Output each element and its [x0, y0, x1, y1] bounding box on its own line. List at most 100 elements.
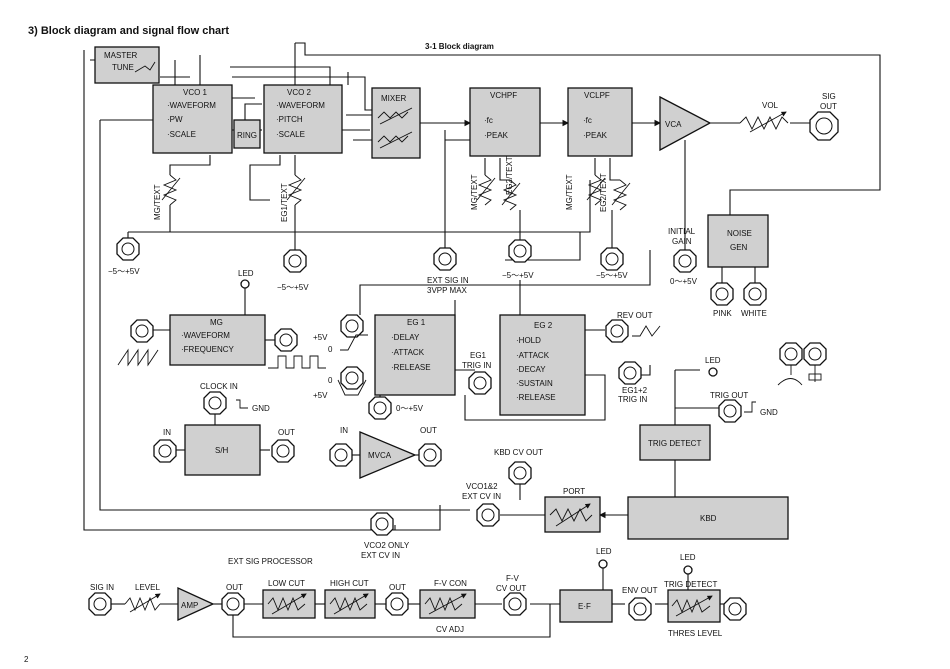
- eg1-env-icon-2: [337, 379, 367, 396]
- attenuator-pots[interactable]: [161, 174, 631, 211]
- white-noise-jack[interactable]: [743, 282, 767, 306]
- cv-jack-a[interactable]: [116, 237, 140, 261]
- mvca-in-jack[interactable]: [329, 443, 353, 467]
- cv-jack-b[interactable]: [283, 249, 307, 273]
- vca-label: VCA: [665, 120, 682, 129]
- sig-out-jack[interactable]: SIG OUT: [809, 92, 839, 141]
- out-label-2: OUT: [389, 583, 406, 592]
- vco12-ext-label-1: VCO1&2: [466, 482, 498, 491]
- pink-noise-jack[interactable]: [710, 282, 734, 306]
- vco1-block[interactable]: VCO 1 ·WAVEFORM ·PW ·SCALE: [152, 84, 233, 154]
- ring-block[interactable]: RING: [233, 119, 261, 149]
- range-a: −5〜+5V: [108, 267, 140, 276]
- eg1-output-jack[interactable]: [368, 396, 392, 420]
- eg1-item-attack: ·ATTACK: [391, 348, 425, 357]
- eg1-v0b: 0: [328, 376, 333, 385]
- clock-in-label: CLOCK IN: [200, 382, 238, 391]
- eg2-block[interactable]: EG 2 ·HOLD ·ATTACK ·DECAY ·SUSTAIN ·RELE…: [499, 314, 586, 416]
- mvca-block[interactable]: MVCA: [359, 431, 417, 479]
- eg1-v0: 0: [328, 345, 333, 354]
- mixer-block[interactable]: MIXER: [371, 87, 421, 159]
- ext-sig-in-jack[interactable]: [88, 592, 112, 616]
- vchpf-block[interactable]: VCHPF ·fc ·PEAK: [469, 87, 541, 157]
- cv-jack-c[interactable]: [508, 239, 532, 263]
- patch-figure-icon: [777, 342, 827, 386]
- vclpf-block[interactable]: VCLPF ·fc ·PEAK: [567, 87, 633, 157]
- low-cut-block[interactable]: [262, 589, 316, 619]
- ef-block[interactable]: E·F: [559, 589, 613, 623]
- sh-block[interactable]: S/H: [184, 424, 261, 476]
- vco12-ext-cv-jack[interactable]: [476, 503, 500, 527]
- eg1-trig-in-jack[interactable]: [468, 371, 492, 395]
- vco2-only-ext-cv-jack[interactable]: [370, 512, 394, 536]
- eg1-item-release: ·RELEASE: [391, 363, 431, 372]
- eg1-jack-bottom[interactable]: [340, 366, 364, 390]
- fv-cv-out-jack[interactable]: [503, 592, 527, 616]
- ext-trig-out-jack[interactable]: [723, 597, 747, 621]
- ext-out-jack-1[interactable]: [221, 592, 245, 616]
- fv-con-label: F-V CON: [434, 579, 467, 588]
- amp-label: AMP: [181, 601, 198, 610]
- vco2-only-label-2: EXT CV IN: [361, 551, 400, 560]
- fv-con-block[interactable]: [419, 589, 476, 619]
- rev-out-label: REV OUT: [617, 311, 653, 320]
- sh-out-jack[interactable]: [271, 439, 295, 463]
- vco1-item-scale: ·SCALE: [167, 130, 196, 139]
- ext-sig-in-jack[interactable]: [433, 247, 457, 271]
- ext-out-jack-2[interactable]: [385, 592, 409, 616]
- mvca-in-label: IN: [340, 426, 348, 435]
- mg-block[interactable]: MG ·WAVEFORM ·FREQUENCY: [169, 314, 266, 366]
- sh-in-jack[interactable]: [153, 439, 177, 463]
- high-cut-block[interactable]: [324, 589, 376, 619]
- kbd-label: KBD: [700, 514, 717, 523]
- mvca-out-jack[interactable]: [418, 443, 442, 467]
- initial-gain-label-1: INITIAL: [668, 227, 696, 236]
- trig-out-jack[interactable]: [718, 399, 742, 423]
- vclpf-item-peak: ·PEAK: [583, 131, 608, 140]
- noise-gen-label-2: GEN: [730, 243, 748, 252]
- range-b: −5〜+5V: [277, 283, 309, 292]
- eg1-trig-in-label-2: TRIG IN: [462, 361, 492, 370]
- gnd-label-2: GND: [252, 404, 270, 413]
- vca-block[interactable]: VCA: [659, 95, 712, 152]
- low-cut-label: LOW CUT: [268, 579, 305, 588]
- master-tune-block[interactable]: MASTER TUNE: [94, 46, 160, 84]
- sh-in-label: IN: [163, 428, 171, 437]
- kbd-cv-out-jack[interactable]: [508, 461, 532, 485]
- mg-input-jack[interactable]: [130, 319, 154, 343]
- mg-ext-label-3: MG/TEXT: [565, 174, 574, 210]
- eg2-item-hold: ·HOLD: [516, 336, 541, 345]
- kbd-block[interactable]: KBD: [627, 496, 789, 540]
- master-tune-label-1: MASTER: [104, 51, 138, 60]
- trig-out-label: TRIG OUT: [710, 391, 748, 400]
- ext-trig-detect-block[interactable]: [667, 589, 721, 623]
- ext-processor-title: EXT SIG PROCESSOR: [228, 557, 313, 566]
- ext-processor-wiring: [110, 603, 730, 638]
- cv-jack-d[interactable]: [600, 247, 624, 271]
- led-2-icon: [708, 367, 718, 377]
- vol-control[interactable]: VOL: [739, 101, 789, 133]
- env-out-jack[interactable]: [628, 597, 652, 621]
- master-tune-label-2: TUNE: [112, 63, 134, 72]
- trig-detect-block[interactable]: TRIG DETECT: [639, 424, 711, 461]
- mg-output-jack[interactable]: [274, 328, 298, 352]
- eg2-title: EG 2: [534, 321, 553, 330]
- ext-sig-in-label: SIG IN: [90, 583, 114, 592]
- rev-out-jack[interactable]: [605, 319, 629, 343]
- eg12-trig-in-jack[interactable]: [618, 361, 642, 385]
- port-block[interactable]: [544, 496, 601, 533]
- sh-label: S/H: [215, 446, 229, 455]
- sig-out-label-2: OUT: [820, 102, 837, 111]
- clock-in-jack[interactable]: [203, 391, 227, 415]
- eg1-jack-top[interactable]: [340, 314, 364, 338]
- eg2-item-decay: ·DECAY: [516, 365, 546, 374]
- sig-out-label-1: SIG: [822, 92, 836, 101]
- amp-block[interactable]: AMP: [177, 586, 215, 622]
- sawtooth-wave-icon: [117, 348, 159, 367]
- noise-gen-block[interactable]: NOISE GEN: [707, 214, 769, 268]
- eg1-block[interactable]: EG 1 ·DELAY ·ATTACK ·RELEASE: [374, 314, 456, 396]
- vco2-block[interactable]: VCO 2 ·WAVEFORM ·PITCH ·SCALE: [263, 84, 343, 154]
- level-control[interactable]: [124, 593, 161, 613]
- initial-gain-jack[interactable]: [673, 249, 697, 273]
- trig-out-pulse-icon: [744, 401, 756, 413]
